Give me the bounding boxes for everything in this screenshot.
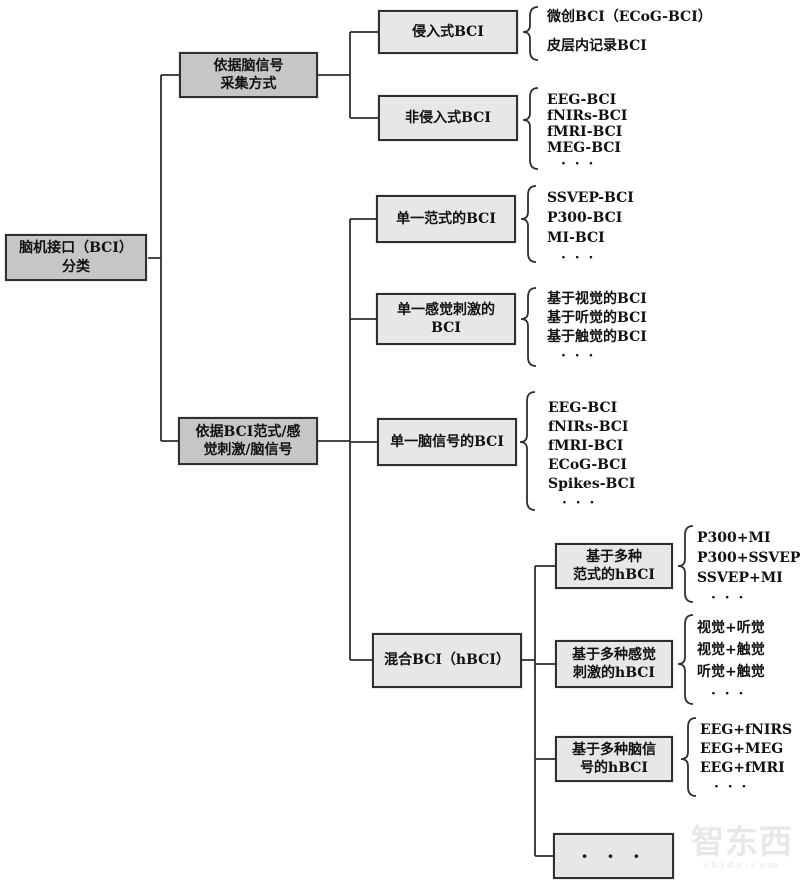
node-noninvasive-bci: 非侵入式BCI <box>378 95 518 141</box>
list-item: SSVEP+MI <box>697 570 783 586</box>
node-other-label: · · · <box>581 844 646 868</box>
list-item: fMRI-BCI <box>548 438 624 454</box>
list-item: 基于视觉的BCI <box>547 291 647 307</box>
brace-single-sensory <box>520 287 537 367</box>
node-multi-paradigm-line2: 范式的hBCI <box>573 567 655 583</box>
node-hybrid-label: 混合BCI（hBCI） <box>384 652 510 669</box>
single-sensory-items: 基于视觉的BCI 基于听觉的BCI 基于触觉的BCI · · · <box>547 290 647 366</box>
node-root: 脑机接口（BCI） 分类 <box>5 234 147 281</box>
node-multi-sensory-line1: 基于多种感觉 <box>572 646 656 663</box>
list-item: EEG+MEG <box>700 741 784 757</box>
node-paradigm-line2: 觉刺激/脑信号 <box>203 442 293 458</box>
node-noninvasive-label: 非侵入式BCI <box>405 109 491 126</box>
node-invasive-label: 侵入式BCI <box>412 23 484 40</box>
node-single-sensory-line2: BCI <box>431 320 461 336</box>
node-multi-paradigm-line1: 基于多种 <box>586 548 642 565</box>
multi-paradigm-items: P300+MI P300+SSVEP SSVEP+MI · · · <box>697 528 800 608</box>
list-item: fNIRs-BCI <box>547 108 628 124</box>
node-paradigm-line1: 依据BCI范式/感 <box>195 423 301 440</box>
watermark-brand: 智东西 <box>691 822 793 861</box>
node-multi-signal-hbci: 基于多种脑信 号的hBCI <box>555 736 673 782</box>
single-signal-items: EEG-BCI fNIRs-BCI fMRI-BCI ECoG-BCI Spik… <box>548 399 635 513</box>
list-item: 视觉+听觉 <box>697 620 765 636</box>
node-paradigm-stimulus-signal: 依据BCI范式/感 觉刺激/脑信号 <box>178 417 318 465</box>
list-item: Spikes-BCI <box>548 476 636 492</box>
list-item: fNIRs-BCI <box>548 419 629 435</box>
list-item: SSVEP-BCI <box>547 190 634 206</box>
invasive-bci-items: 微创BCI（ECoG-BCI） 皮层内记录BCI <box>547 3 712 61</box>
list-item: EEG-BCI <box>548 400 618 416</box>
multi-sensory-items: 视觉+听觉 视觉+触觉 听觉+触觉 · · · <box>697 617 765 705</box>
multi-signal-items: EEG+fNIRS EEG+MEG EEG+fMRI · · · <box>700 721 792 797</box>
single-paradigm-items: SSVEP-BCI P300-BCI MI-BCI · · · <box>547 188 634 268</box>
list-item: EEG+fMRI <box>700 760 785 776</box>
list-item: EEG+fNIRS <box>700 722 793 738</box>
watermark-domain: zhidx.com <box>703 861 781 872</box>
list-item-ellipsis: · · · <box>714 779 749 795</box>
node-root-line1: 脑机接口（BCI） <box>19 240 133 257</box>
node-acquisition-line1: 依据脑信号 <box>213 57 284 74</box>
node-single-sensory-bci: 单一感觉刺激的 BCI <box>376 293 516 345</box>
node-single-paradigm-bci: 单一范式的BCI <box>376 195 516 243</box>
node-multi-paradigm-hbci: 基于多种 范式的hBCI <box>555 543 673 589</box>
brace-multi-signal <box>680 717 697 797</box>
list-item-ellipsis: · · · <box>561 348 596 364</box>
list-item: MEG-BCI <box>547 140 621 156</box>
brace-invasive <box>522 6 539 61</box>
node-single-signal-label: 单一脑信号的BCI <box>390 433 504 450</box>
list-item-ellipsis: · · · <box>561 156 596 172</box>
list-item: 微创BCI（ECoG-BCI） <box>547 9 712 25</box>
list-item: P300+MI <box>697 530 771 546</box>
brace-single-paradigm <box>520 185 537 263</box>
list-item: ECoG-BCI <box>548 457 627 473</box>
node-multi-sensory-line2: 刺激的hBCI <box>573 665 655 681</box>
list-item: fMRI-BCI <box>547 124 623 140</box>
brace-single-signal <box>519 391 536 511</box>
node-multi-signal-line1: 基于多种脑信 <box>572 741 656 758</box>
node-single-signal-bci: 单一脑信号的BCI <box>377 418 517 466</box>
list-item: MI-BCI <box>547 230 605 246</box>
list-item-ellipsis: · · · <box>561 250 596 266</box>
list-item: P300+SSVEP <box>697 550 800 566</box>
node-other-hbci-ellipsis: · · · <box>553 833 674 879</box>
node-invasive-bci: 侵入式BCI <box>378 10 518 54</box>
list-item: 皮层内记录BCI <box>547 38 647 54</box>
list-item: 基于听觉的BCI <box>547 310 647 326</box>
node-single-paradigm-label: 单一范式的BCI <box>396 210 496 227</box>
list-item: EEG-BCI <box>547 92 617 108</box>
watermark: 智东西 zhidx.com <box>684 822 800 872</box>
list-item: 基于触觉的BCI <box>547 329 647 345</box>
list-item-ellipsis: · · · <box>711 686 746 702</box>
brace-multi-paradigm <box>677 525 694 603</box>
list-item: 听觉+触觉 <box>697 664 765 680</box>
node-acquisition-line2: 采集方式 <box>220 76 277 92</box>
node-multi-sensory-hbci: 基于多种感觉 刺激的hBCI <box>555 640 673 688</box>
brace-multi-sensory <box>677 614 694 705</box>
node-acquisition-method: 依据脑信号 采集方式 <box>179 52 318 98</box>
noninvasive-bci-items: EEG-BCI fNIRs-BCI fMRI-BCI MEG-BCI · · · <box>547 92 627 172</box>
node-single-sensory-line1: 单一感觉刺激的 <box>397 301 495 318</box>
list-item: P300-BCI <box>547 210 623 226</box>
node-hybrid-bci: 混合BCI（hBCI） <box>372 633 522 688</box>
list-item: 视觉+触觉 <box>697 642 765 658</box>
list-item-ellipsis: · · · <box>562 495 597 511</box>
list-item-ellipsis: · · · <box>711 590 746 606</box>
brace-noninvasive <box>522 87 539 170</box>
node-root-line2: 分类 <box>62 258 90 275</box>
node-multi-signal-line2: 号的hBCI <box>580 760 648 776</box>
